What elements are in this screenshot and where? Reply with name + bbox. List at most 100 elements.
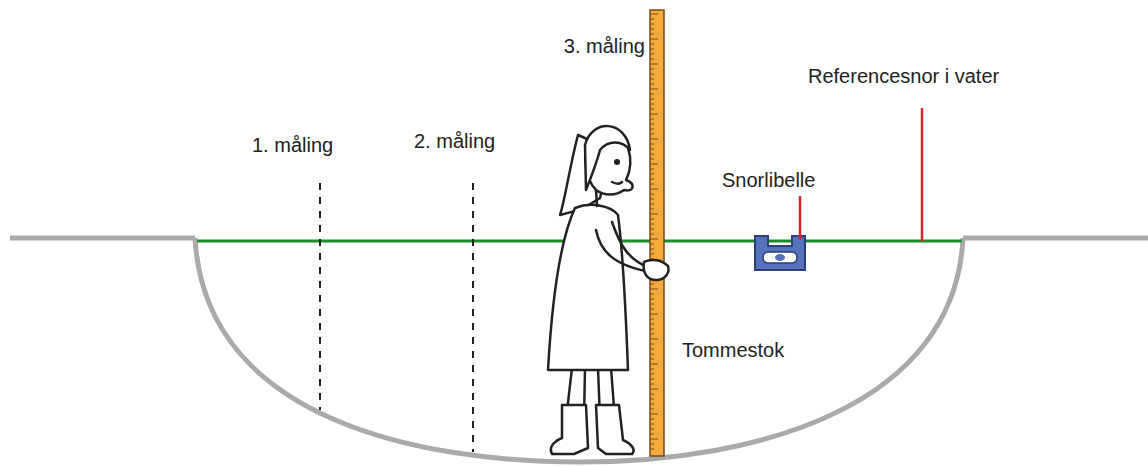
ruler-tick (650, 19, 654, 20)
ruler-tick (650, 129, 654, 130)
hair (585, 126, 630, 190)
ruler-tick (650, 379, 654, 380)
ruler-tick (650, 434, 654, 435)
measurement-label: 3. måling (564, 34, 645, 58)
ruler-tick (650, 404, 654, 405)
ruler-tick (650, 429, 654, 430)
ruler-tick (650, 359, 654, 360)
ruler-tick (650, 29, 654, 30)
ruler-tick (650, 299, 654, 300)
level-body (755, 236, 805, 270)
ruler-body (650, 10, 664, 456)
neck (596, 190, 597, 206)
ruler-tick (650, 184, 654, 185)
ruler-tick (650, 119, 654, 120)
ruler-tick (650, 449, 654, 450)
ruler-tick (650, 369, 654, 370)
ruler-tick (650, 64, 658, 65)
ruler-tick (650, 399, 654, 400)
ruler-tick (650, 204, 654, 205)
ruler-tick (650, 109, 654, 110)
reference-string-label: Referencesnor i vater (808, 64, 999, 88)
ruler-tick (650, 349, 654, 350)
level-label: Snorlibelle (722, 168, 815, 192)
ground-line (10, 236, 195, 241)
ruler-tick (650, 34, 654, 35)
ruler-tick (650, 284, 654, 285)
ruler-tick (650, 419, 654, 420)
ruler-tick (650, 304, 654, 305)
measurement-label: 2. måling (414, 129, 495, 153)
boot (551, 405, 588, 454)
ruler-tick (650, 414, 658, 415)
ruler-tick (650, 124, 654, 125)
ruler-label: Tommestok (682, 338, 784, 362)
level-vial (763, 252, 797, 263)
ruler-tick (650, 44, 654, 45)
ruler-tick (650, 99, 654, 100)
ruler-tick (650, 24, 654, 25)
ruler-tick (650, 134, 654, 135)
ruler-tick (650, 319, 654, 320)
ruler-tick (650, 314, 658, 315)
ruler-tick (650, 239, 658, 240)
ruler-tick (650, 54, 654, 55)
boot (596, 405, 634, 454)
ruler-tick (650, 254, 654, 255)
ruler-tick (650, 189, 658, 190)
arm (596, 230, 650, 272)
ruler-tick (650, 329, 654, 330)
leader-line (799, 196, 802, 240)
ruler-tick (650, 179, 654, 180)
ground-line (963, 236, 1148, 241)
ruler-tick (650, 384, 654, 385)
ruler-tick (650, 14, 658, 15)
ruler-tick (650, 144, 654, 145)
ruler-tick (650, 219, 654, 220)
leader-line (921, 108, 924, 241)
ruler-tick (650, 174, 654, 175)
ruler-tick (650, 354, 654, 355)
ruler-tick (650, 424, 654, 425)
measurement-line (319, 183, 321, 410)
ruler-tick (650, 69, 654, 70)
ruler-tick (650, 199, 654, 200)
ruler-tick (650, 294, 654, 295)
ruler-tick (650, 94, 654, 95)
ruler-tick (650, 209, 654, 210)
ruler-tick (650, 224, 654, 225)
ruler-tick (650, 79, 654, 80)
mouth (612, 182, 622, 184)
ruler-tick (650, 159, 654, 160)
folding-ruler (650, 10, 664, 456)
ruler-tick (650, 214, 658, 215)
eye (615, 160, 619, 164)
ruler-tick (650, 84, 654, 85)
ruler-tick (650, 374, 654, 375)
ruler-tick (650, 244, 654, 245)
ruler-tick (650, 89, 658, 90)
ruler-tick (650, 104, 654, 105)
ruler-tick (650, 114, 658, 115)
ruler-tick (650, 74, 654, 75)
ruler-tick (650, 309, 654, 310)
ruler-tick (650, 364, 658, 365)
ruler-tick (650, 339, 658, 340)
ruler-tick (650, 439, 658, 440)
string-level (755, 236, 805, 270)
measurement-label: 1. måling (252, 133, 333, 157)
ruler-tick (650, 39, 658, 40)
ruler-tick (650, 409, 654, 410)
measurement-line (472, 183, 474, 452)
ruler-tick (650, 444, 654, 445)
level-bubble (775, 254, 785, 261)
ruler-tick (650, 334, 654, 335)
ruler-tick (650, 234, 654, 235)
ruler-tick (650, 154, 654, 155)
ruler-tick (650, 389, 658, 390)
ruler-tick (650, 169, 654, 170)
ruler-tick (650, 289, 658, 290)
ruler-tick (650, 49, 654, 50)
ruler-tick (650, 139, 658, 140)
